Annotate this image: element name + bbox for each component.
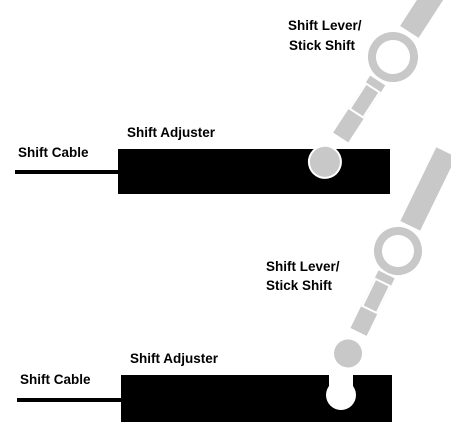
lever-ring-hole-bottom <box>382 235 414 267</box>
panel-bottom: Shift Lever/ Stick Shift Shift Adjuster … <box>17 144 451 422</box>
cable-label-top: Shift Cable <box>18 145 89 160</box>
shift-lever-top <box>307 0 451 179</box>
lever-ball-top <box>307 144 342 179</box>
lever-collar-bottom <box>360 277 392 315</box>
panel-top: Shift Lever/ Stick Shift Shift Adjuster … <box>15 0 451 194</box>
shift-cable-bottom <box>17 398 122 402</box>
lever-ball-bottom <box>332 337 365 370</box>
lever-collar-top <box>348 82 381 119</box>
lever-label-line2-bottom: Stick Shift <box>266 278 333 293</box>
cable-label-bottom: Shift Cable <box>20 372 91 387</box>
adjuster-label-top: Shift Adjuster <box>127 125 216 140</box>
lever-ring-hole-top <box>376 40 410 74</box>
adjuster-socket-bottom <box>326 380 356 410</box>
shift-adjuster-block-top <box>118 149 390 194</box>
lever-handle-top <box>397 0 451 41</box>
adjuster-socket-notch-bottom <box>329 375 353 387</box>
lever-label-line1-top: Shift Lever/ <box>288 18 362 33</box>
lever-label-line1-bottom: Shift Lever/ <box>266 259 340 274</box>
lever-handle-bottom <box>397 144 451 234</box>
shift-cable-top <box>15 170 119 174</box>
adjuster-label-bottom: Shift Adjuster <box>130 351 219 366</box>
lever-label-line2-top: Stick Shift <box>289 38 356 53</box>
shift-lever-bottom <box>332 144 451 370</box>
